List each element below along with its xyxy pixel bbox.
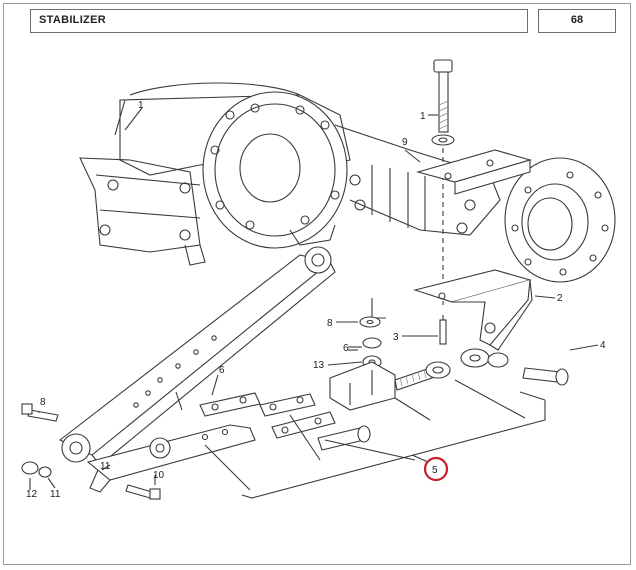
page-frame <box>3 3 631 565</box>
callout-10: 10 <box>153 470 165 481</box>
title-box: STABILIZER <box>30 9 528 33</box>
pins <box>21 367 569 500</box>
lower-link <box>86 424 256 493</box>
upper-bracket <box>415 149 532 195</box>
axle-housing <box>79 82 616 283</box>
page-number-box: 68 <box>538 9 616 33</box>
callout-8-pin: 8 <box>40 397 46 408</box>
leader-lines <box>29 107 599 490</box>
callout-5: 5 <box>432 465 438 476</box>
callout-11-link: 11 <box>100 461 111 472</box>
lower-bracket <box>413 269 533 351</box>
callout-3: 3 <box>393 332 399 343</box>
callout-1-bolt: 1 <box>420 111 426 122</box>
callout-12: 12 <box>26 489 38 500</box>
page-title: STABILIZER <box>39 14 106 26</box>
callout-4: 4 <box>600 340 606 351</box>
callout-1-housing: 1 <box>138 100 144 111</box>
stabilizer-arm <box>58 246 336 466</box>
page-number: 68 <box>570 14 584 26</box>
callout-6-plates: 6 <box>219 365 225 376</box>
callout-11-washer: 11 <box>50 489 61 500</box>
bolt-top <box>431 59 455 305</box>
assembly-grouping-lines <box>204 379 546 499</box>
callout-8-washer: 8 <box>327 318 333 329</box>
callout-13: 13 <box>313 360 325 371</box>
callout-9: 9 <box>402 137 408 148</box>
callout-6-hardware: 6 <box>343 343 349 354</box>
highlight-circle-callout-5 <box>423 456 449 482</box>
callout-2: 2 <box>557 293 563 304</box>
link-plates <box>175 391 336 439</box>
turnbuckle-assembly <box>329 348 509 411</box>
